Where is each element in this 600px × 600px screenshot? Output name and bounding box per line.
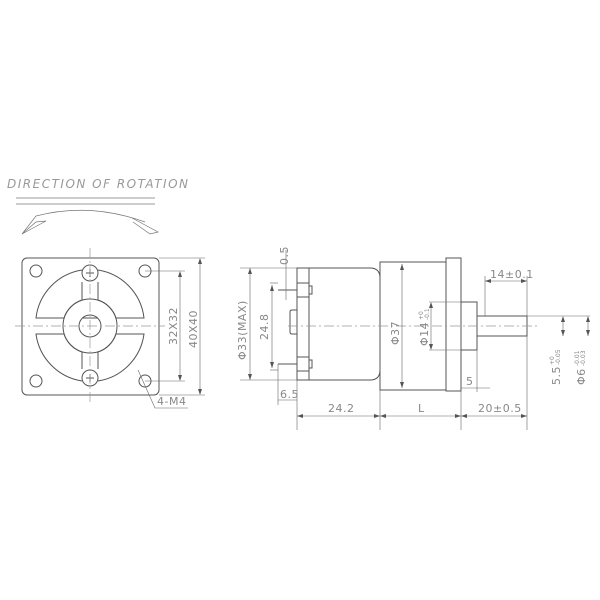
dim-phi37: Φ37	[389, 321, 402, 345]
gearbox-flange	[445, 257, 462, 392]
end-cap	[296, 267, 310, 381]
dim-5: 5	[466, 375, 474, 388]
dim-4-m4: 4-M4	[157, 395, 186, 408]
svg-text:+0: +0	[549, 356, 556, 365]
dim-20: 20±0.5	[478, 402, 522, 415]
dim-5-5: 5.5	[550, 366, 563, 385]
front-view: 32X32 40X40 4-M4	[15, 248, 205, 409]
svg-text:-0.05: -0.05	[555, 349, 562, 365]
dim-32x32: 32X32	[167, 307, 180, 345]
rotation-title: DIRECTION OF ROTATION	[7, 177, 189, 191]
rotation-arrow-icon	[21, 209, 159, 235]
mounting-plate	[21, 257, 160, 396]
svg-text:-0.03: -0.03	[580, 350, 587, 366]
svg-text:-0.1: -0.1	[424, 308, 431, 320]
shaft	[476, 315, 528, 337]
dim-14: 14±0.1	[490, 268, 534, 281]
dim-24-8: 24.8	[258, 314, 271, 341]
dim-24-2: 24.2	[328, 402, 355, 415]
dim-phi14: Φ14	[418, 322, 431, 346]
dim-0-5: 0.5	[278, 246, 291, 265]
side-view: 0.5 Φ33(MAX) 24.8 6.5 24.2 L 20±0.5 Φ37	[236, 246, 590, 430]
dim-40x40: 40X40	[187, 310, 200, 348]
svg-text:+0: +0	[418, 311, 425, 320]
dim-6-5: 6.5	[280, 388, 299, 401]
dim-phi6: Φ6	[575, 368, 588, 385]
dim-phi33-max: Φ33(MAX)	[236, 300, 249, 360]
svg-text:-0.01: -0.01	[574, 350, 581, 366]
dim-l: L	[418, 402, 425, 415]
